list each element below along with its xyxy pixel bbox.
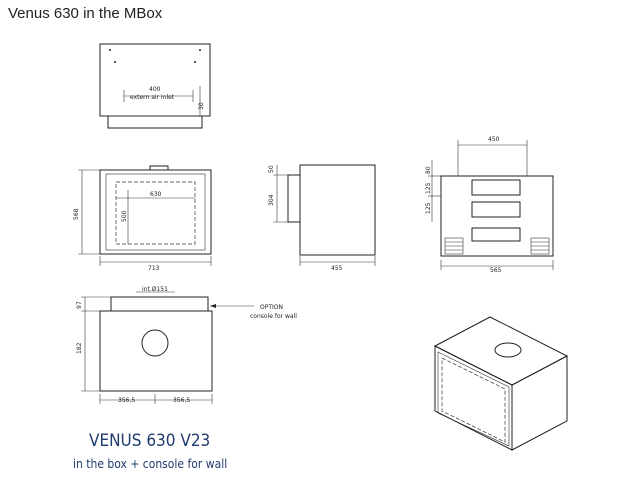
back-width-label: 565 xyxy=(490,267,502,274)
isometric-view xyxy=(433,316,569,451)
front-height-label: 568 xyxy=(73,208,80,220)
side-depth-label: 455 xyxy=(331,265,343,272)
console-left-bottom-label: 182 xyxy=(76,342,83,354)
front-inner-width-label: 630 xyxy=(150,191,162,198)
top-sub-label: extern air inlet xyxy=(130,94,175,101)
side-view: 50 304 455 xyxy=(268,164,376,272)
console-option-sub-label: console for wall xyxy=(250,313,297,320)
console-dim-left: 356,5 xyxy=(118,397,135,404)
side-height-label: 304 xyxy=(268,194,275,206)
top-side-label: 30 xyxy=(198,102,205,110)
back-label-80: 80 xyxy=(425,166,432,174)
console-view: int.Ø151 97 182 OPTION console for wall … xyxy=(76,286,297,404)
back-label-125b: 125 xyxy=(425,202,432,214)
console-dim-right: 356,5 xyxy=(173,397,190,404)
back-label-125a: 125 xyxy=(425,182,432,194)
caption-product: VENUS 630 V23 xyxy=(89,431,210,451)
front-view: 568 630 500 713 xyxy=(73,165,212,272)
front-inner-height-label: 500 xyxy=(121,210,128,222)
console-option-label: OPTION xyxy=(260,304,283,311)
console-left-top-label: 97 xyxy=(76,301,83,309)
top-view: 400 extern air inlet 30 xyxy=(99,43,211,129)
side-top-label: 50 xyxy=(268,165,275,173)
back-view: 450 80 125 125 565 xyxy=(425,136,554,274)
caption-subtitle: in the box + console for wall xyxy=(73,457,227,471)
top-width-label: 400 xyxy=(149,86,161,93)
console-pipe-label: int.Ø151 xyxy=(142,286,168,293)
front-width-label: 713 xyxy=(148,265,160,272)
back-top-width-label: 450 xyxy=(488,136,500,143)
page-title: Venus 630 in the MBox xyxy=(8,5,163,22)
